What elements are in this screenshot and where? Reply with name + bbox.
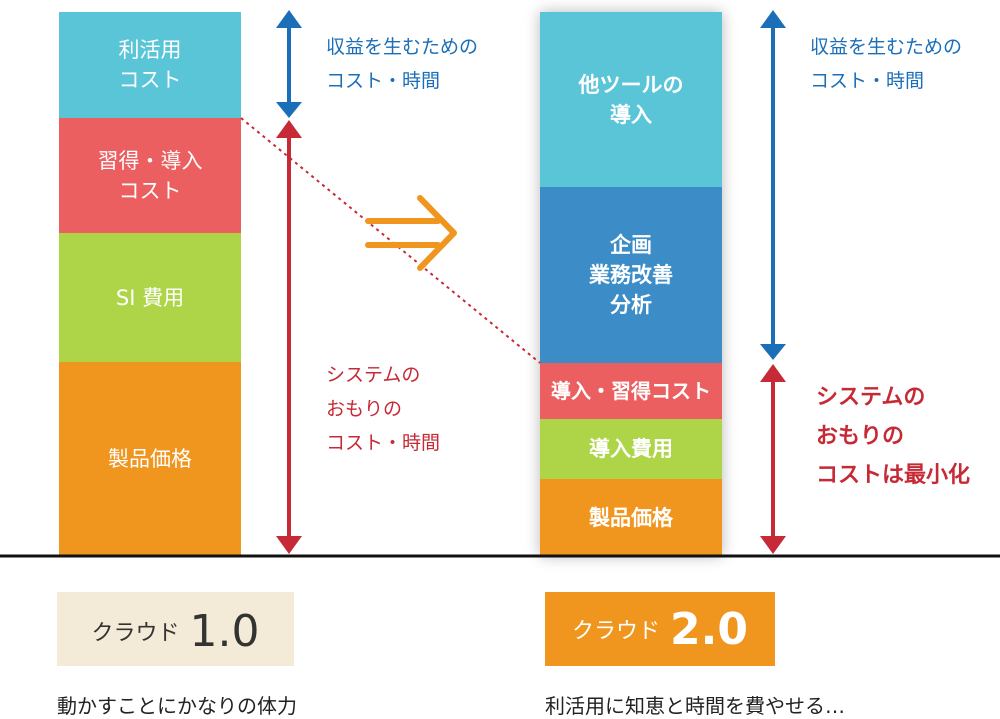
cloud-2-badge: クラウド 2.0 [545,592,775,666]
right-segment-other-tools: 他ツールの 導入 [540,12,722,187]
right-lower-note: システムの おもりの コストは最小化 [816,385,971,488]
dotted-connector-line [240,117,541,364]
left-segment-product-price: 製品価格 [59,362,241,556]
left-segment-learning-cost: 習得・導入 コスト [59,118,241,233]
right-segment-planning-analysis: 企画 業務改善 分析 [540,187,722,363]
right-upper-double-arrow [760,10,786,360]
left-lower-double-arrow [276,120,302,554]
left-upper-double-arrow [276,10,302,118]
right-caption: 利活用に知恵と時間を費やせる… [545,694,845,718]
left-segment-utilization-cost: 利活用 コスト [59,12,241,118]
right-cost-stack: 他ツールの 導入 企画 業務改善 分析 導入・習得コスト 導入費用 製品価格 [540,12,722,556]
right-segment-intro-cost: 導入費用 [540,419,722,479]
left-segment-si-cost: SI 費用 [59,233,241,362]
cloud-2-version: 2.0 [670,603,748,655]
right-segment-intro-learning-cost: 導入・習得コスト [540,363,722,419]
left-caption: 動かすことにかなりの体力 [57,694,297,718]
cloud-1-badge: クラウド 1.0 [57,592,294,666]
right-segment-product-price: 製品価格 [540,479,722,556]
right-lower-double-arrow [760,364,786,554]
left-lower-note: システムの おもりの コスト・時間 [326,364,441,454]
transition-arrow-icon [365,195,457,271]
left-upper-note: 収益を生むための コスト・時間 [326,36,479,92]
cloud-1-kana: クラウド [91,621,180,646]
cloud-1-version: 1.0 [189,605,260,657]
right-upper-note: 収益を生むための コスト・時間 [810,36,963,92]
cloud-2-kana: クラウド [572,619,661,644]
